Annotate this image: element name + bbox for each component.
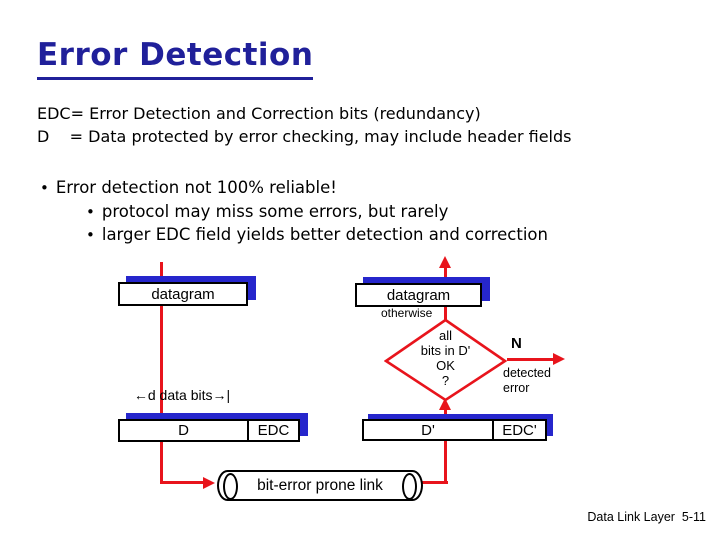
cylinder-right-cap — [402, 473, 417, 500]
cylinder-left-cap — [223, 473, 238, 500]
decision-line: bits in D' — [420, 343, 471, 358]
detected-error-line: detected — [503, 366, 551, 380]
edc-prime-field-label: EDC' — [502, 421, 537, 439]
d-field-label: D — [178, 422, 189, 439]
arrow-detected-error-icon — [553, 353, 565, 365]
bullet-error-detection: • Error detection not 100% reliable! — [40, 178, 337, 198]
edc-field-label: EDC — [257, 422, 290, 439]
diamond-shape — [384, 318, 507, 402]
decision-line: all — [438, 328, 452, 343]
n-branch-line — [507, 358, 554, 361]
edc-definition-line: EDC= Error Detection and Correction bits… — [37, 104, 481, 123]
arrow-deliver-up-icon — [439, 256, 451, 268]
sender-datagram-box: datagram — [118, 282, 248, 306]
decision-line: ? — [441, 373, 450, 388]
otherwise-label: otherwise — [381, 306, 433, 320]
bullet-icon: • — [86, 203, 95, 221]
sender-frame-box: D EDC — [118, 419, 300, 442]
receiver-flow-line-horizontal — [422, 481, 448, 484]
decision-diamond — [384, 318, 507, 402]
sub-bullet-edc-field: • larger EDC field yields better detecti… — [86, 225, 548, 245]
sender-flow-line-horizontal — [160, 481, 205, 484]
d-field-cell: D — [120, 421, 247, 440]
d-prime-field-label: D' — [421, 421, 435, 439]
bullet-icon: • — [86, 226, 95, 244]
detected-error-label: detected error — [503, 366, 551, 396]
receiver-flow-line-lower — [444, 403, 447, 484]
receiver-datagram-label: datagram — [386, 286, 451, 304]
d-prime-field-cell: D' — [364, 421, 492, 439]
bit-error-link-label: bit-error prone link — [257, 476, 383, 494]
decision-text: all bits in D' OK ? — [384, 328, 507, 388]
bullet-text: Error detection not 100% reliable! — [55, 178, 337, 197]
bullet-text: protocol may miss some errors, but rarel… — [101, 202, 449, 221]
bullet-icon: • — [40, 179, 49, 197]
receiver-datagram-box: datagram — [355, 283, 482, 307]
receiver-frame-box: D' EDC' — [362, 419, 547, 441]
arrow-into-diamond-icon — [439, 398, 451, 410]
d-data-bits-label: ←d data bits→| — [133, 387, 231, 403]
sub-bullet-protocol: • protocol may miss some errors, but rar… — [86, 202, 448, 222]
footer-page-label: Data Link Layer 5-11 — [587, 510, 706, 524]
edc-field-cell: EDC — [247, 421, 298, 440]
d-definition-line: D = Data protected by error checking, ma… — [37, 127, 572, 146]
edc-prime-field-cell: EDC' — [492, 421, 545, 439]
arrow-into-link-icon — [203, 477, 215, 489]
decision-line: OK — [436, 358, 455, 373]
bullet-text: larger EDC field yields better detection… — [101, 225, 548, 244]
detected-error-line: error — [503, 381, 530, 395]
sender-flow-line — [160, 262, 163, 484]
n-branch-label: N — [511, 335, 522, 352]
bit-error-link-cylinder: bit-error prone link — [217, 470, 423, 501]
sender-datagram-label: datagram — [151, 285, 215, 303]
page-title: Error Detection — [37, 37, 314, 80]
